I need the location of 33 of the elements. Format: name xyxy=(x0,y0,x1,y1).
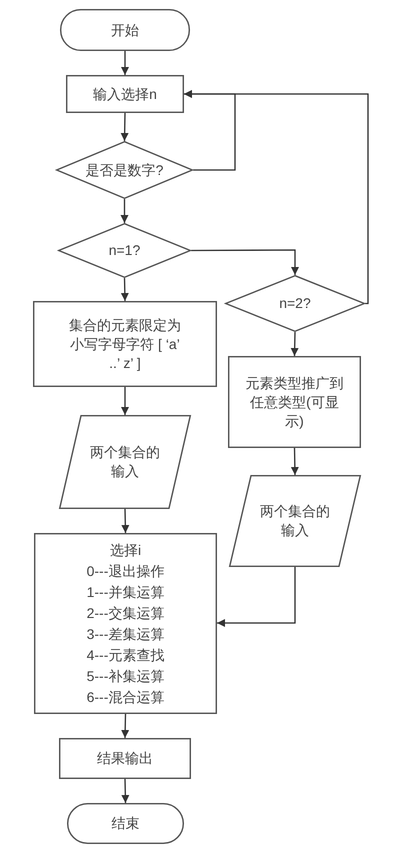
option-text: 4---元素查找 xyxy=(86,646,164,664)
option-text: 3---差集运算 xyxy=(86,624,164,644)
option-text: 2---交集运算 xyxy=(86,604,164,622)
arrow xyxy=(121,508,130,534)
option-text: 1---并集运算 xyxy=(86,582,164,602)
arrow xyxy=(121,387,129,415)
terminal-box: 开始 xyxy=(60,9,190,51)
decision-diamond: n=2? xyxy=(225,275,365,332)
arrow xyxy=(121,714,130,738)
terminal-box: 结束 xyxy=(67,803,184,844)
process-box: 结果输出 xyxy=(59,738,191,779)
arrow xyxy=(120,112,129,142)
arrow xyxy=(191,249,299,275)
heading-text: 选择i xyxy=(108,540,142,560)
arrow xyxy=(217,567,296,627)
arrow xyxy=(184,90,369,304)
decision-diamond: 是否是数字? xyxy=(56,141,193,199)
process-box: 集合的元素限定为小写字母字符 [ ‘a’ ..’ z’ ] xyxy=(33,301,217,387)
process-box: 输入选择n xyxy=(66,75,184,113)
arrow xyxy=(121,51,129,75)
arrow xyxy=(121,778,130,804)
option-text: 5---补集运算 xyxy=(86,666,164,686)
arrow xyxy=(290,448,299,476)
arrow xyxy=(120,278,129,302)
arrow xyxy=(290,332,299,356)
input-parallelogram: 两个集合的输入 xyxy=(59,415,191,509)
option-text: 0---退出操作 xyxy=(86,562,164,580)
process-box xyxy=(34,533,217,714)
arrow xyxy=(120,199,128,223)
decision-diamond: n=1? xyxy=(58,223,191,278)
input-parallelogram: 两个集合的输入 xyxy=(229,475,361,567)
process-box: 元素类型推广到任意类型(可显示) xyxy=(228,356,361,448)
option-text: 6---混合运算 xyxy=(86,688,164,706)
